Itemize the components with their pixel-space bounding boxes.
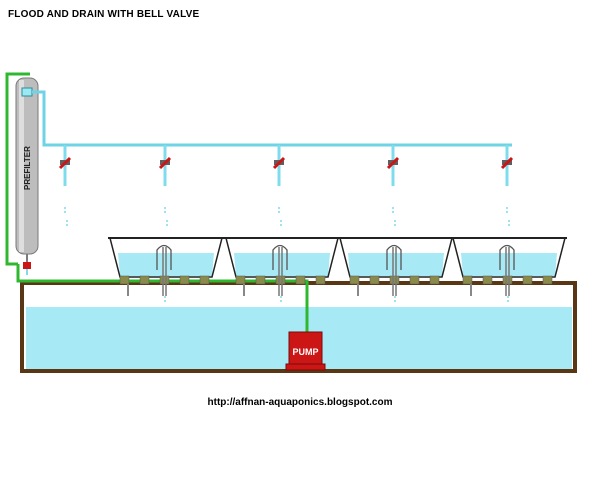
valve-handle <box>500 156 514 170</box>
inlet-valve-5 <box>500 145 514 226</box>
diagram-title: FLOOD AND DRAIN WITH BELL VALVE <box>8 9 200 20</box>
inlet-valve-3 <box>272 145 286 226</box>
bell-siphon <box>499 244 515 296</box>
grow-bed-2 <box>224 237 340 304</box>
inlet-valve-2 <box>158 145 172 226</box>
prefilter-drain-valve <box>23 262 31 269</box>
valve-handle <box>58 156 72 170</box>
prefilter-top-coupling <box>21 87 33 97</box>
bell-siphon <box>156 244 172 296</box>
inlet-valves <box>58 145 514 226</box>
grow-bed-4 <box>451 237 567 304</box>
bed-supports <box>119 275 210 285</box>
pump-return-pipe <box>5 72 309 333</box>
grow-beds <box>108 237 567 304</box>
bed-supports <box>349 275 440 285</box>
valve-handle <box>272 156 286 170</box>
prefilter: PREFILTER <box>15 77 39 275</box>
bed-supports <box>235 275 326 285</box>
inlet-valve-4 <box>386 145 400 226</box>
distribution-manifold <box>32 90 512 147</box>
prefilter-label: PREFILTER <box>23 146 32 190</box>
inlet-valve-1 <box>58 145 72 226</box>
pump: PUMP <box>285 331 326 371</box>
pump-body <box>288 331 323 367</box>
bell-siphon <box>272 244 288 296</box>
bed-supports <box>462 275 553 285</box>
bell-siphon <box>386 244 402 296</box>
valve-handle <box>386 156 400 170</box>
grow-bed-3 <box>338 237 454 304</box>
valve-handle <box>158 156 172 170</box>
grow-bed-1 <box>108 237 224 304</box>
source-url: http://affnan-aquaponics.blogspot.com <box>207 397 393 408</box>
pump-label: PUMP <box>292 347 318 357</box>
